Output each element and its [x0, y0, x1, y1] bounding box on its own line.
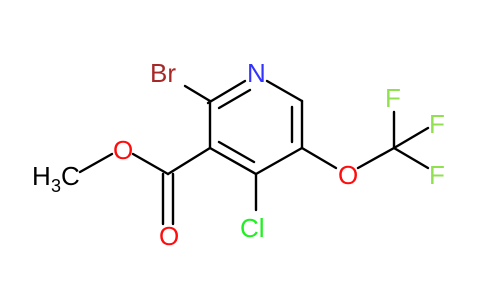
atom-n: N — [247, 58, 266, 88]
atom-methyl-c: C — [61, 161, 80, 191]
bond-c-oester — [131, 152, 170, 176]
atom-o-carbonyl: O — [159, 221, 179, 251]
bond-layer — [78, 79, 430, 226]
bond-c-f3 — [392, 146, 430, 170]
bond-n-c6 — [265, 79, 304, 103]
bond-c2-n-inner — [217, 88, 252, 110]
bond-c5-c4 — [254, 146, 304, 176]
bond-c4-c3-inner — [217, 140, 256, 164]
atom-methyl-sub: 3 — [51, 176, 61, 196]
bond-c5-o — [300, 146, 338, 170]
atom-f2: F — [429, 109, 445, 139]
bond-c4-c3 — [208, 146, 258, 176]
bond-c-f2 — [392, 126, 430, 150]
bond-c2-br — [183, 84, 212, 103]
bond-c2-n — [206, 79, 247, 105]
atom-methyl-h: H — [32, 161, 51, 191]
bond-c3-ccarbonyl — [166, 146, 212, 176]
atom-f3: F — [429, 160, 445, 190]
bond-oester-ch3 — [78, 152, 114, 174]
atom-labels: Br N Cl O O O F F F H 3 C — [32, 58, 445, 251]
atom-o-ester: O — [113, 135, 133, 165]
atom-cl: Cl — [240, 213, 265, 243]
atom-f1: F — [385, 83, 401, 113]
atom-o-ether: O — [338, 160, 358, 190]
bond-o-cf3 — [356, 146, 396, 170]
atom-br: Br — [150, 58, 176, 88]
